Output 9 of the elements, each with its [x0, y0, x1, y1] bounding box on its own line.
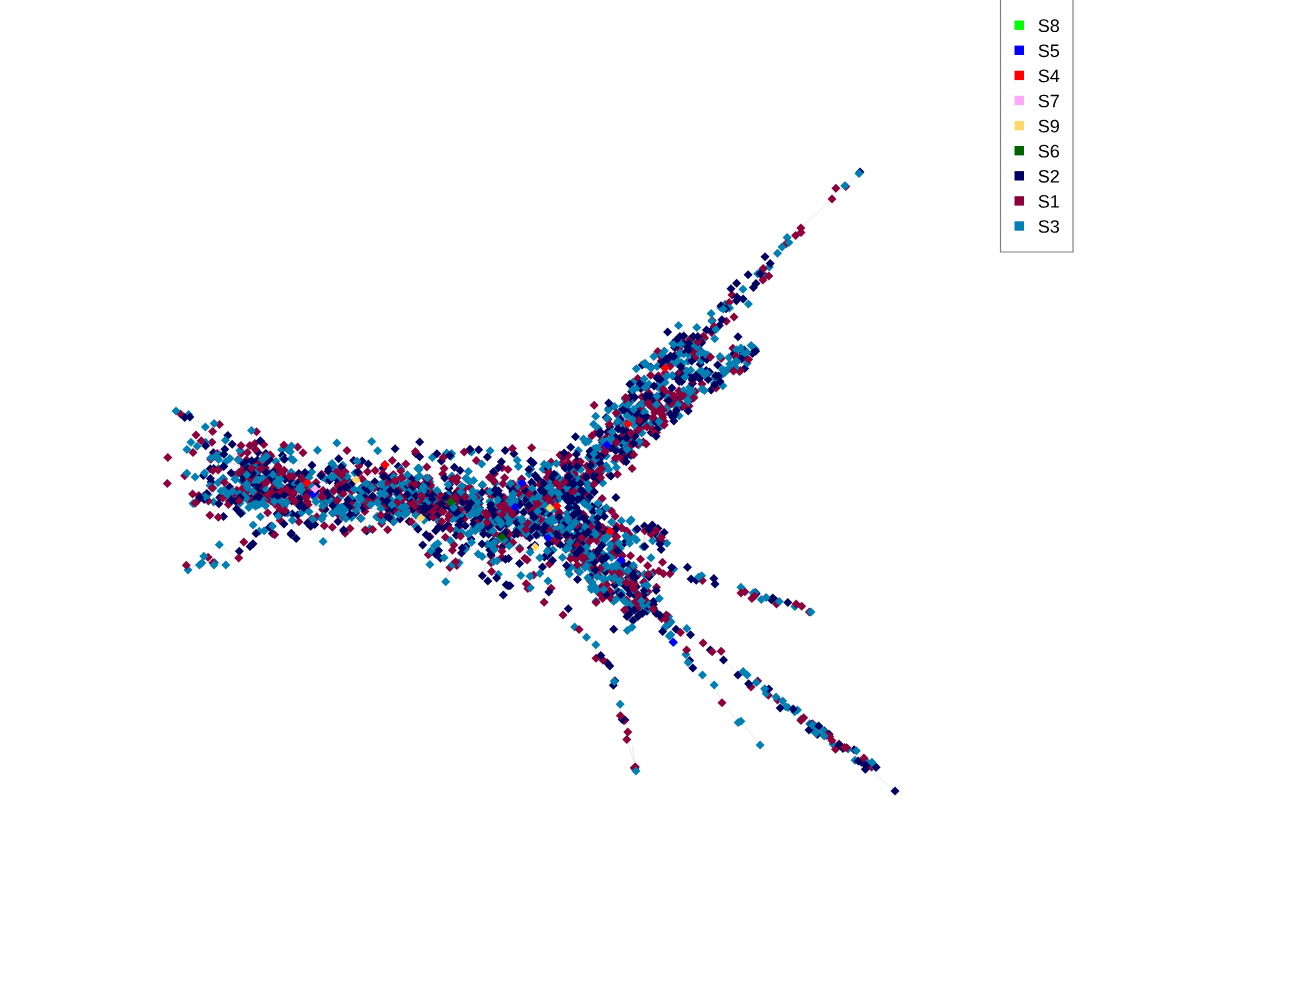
- legend-label: S3: [1038, 220, 1059, 233]
- legend-label: S6: [1038, 144, 1059, 158]
- legend-label: S1: [1038, 195, 1059, 208]
- legend-label: S7: [1038, 94, 1059, 108]
- legend-label: S9: [1038, 119, 1059, 133]
- legend-label: S8: [1038, 19, 1059, 33]
- legend-label: S2: [1038, 169, 1059, 183]
- legend-label: S5: [1038, 44, 1060, 58]
- legend-label: S4: [1038, 69, 1060, 83]
